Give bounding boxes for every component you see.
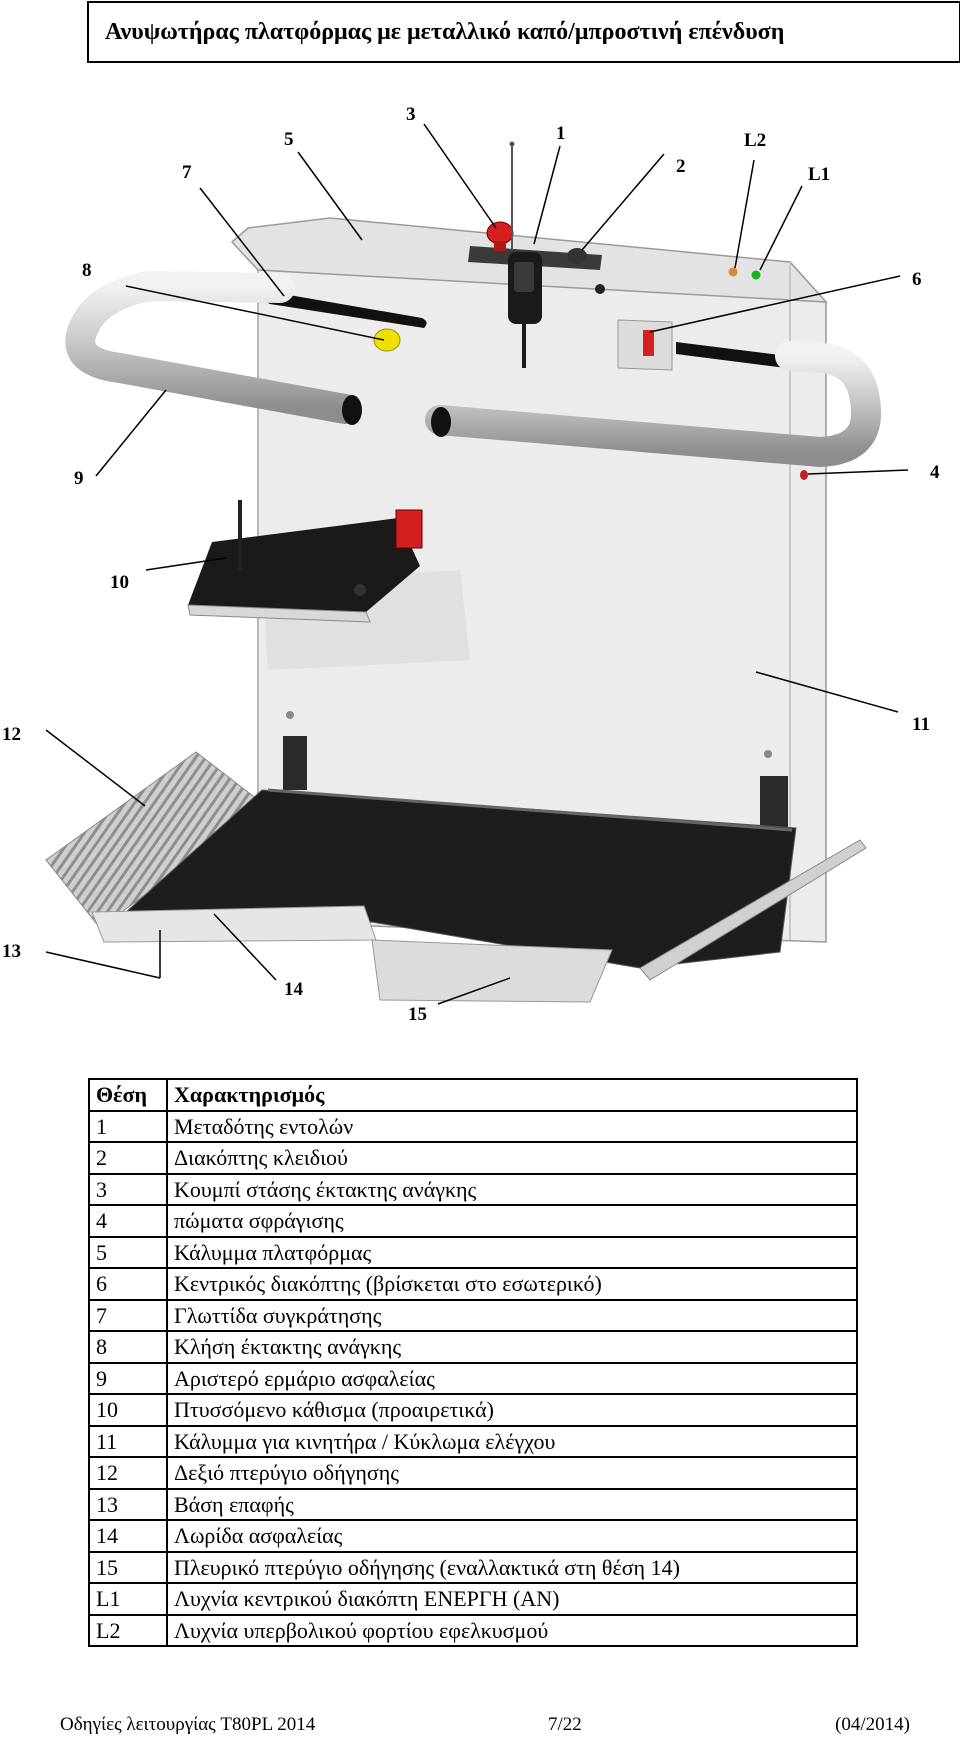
legend-designation-cell: Γλωττίδα συγκράτησης (166, 1298, 858, 1332)
legend-designation-cell: Βάση επαφής (166, 1487, 858, 1521)
legend-designation-cell: Δεξιό πτερύγιο οδήγησης (166, 1456, 858, 1490)
callout-10: 10 (110, 572, 129, 593)
legend-position-cell: 2 (88, 1141, 168, 1175)
callout-12: 12 (2, 724, 21, 745)
callout-9: 9 (74, 468, 84, 489)
footer-page-number: 7/22 (548, 1714, 582, 1735)
emergency-stop-button (486, 221, 514, 245)
legend-designation-cell: Μεταδότης εντολών (166, 1109, 858, 1143)
legend-position-cell: L1 (88, 1582, 168, 1616)
legend-designation-cell: Πτυσσόμενο κάθισμα (προαιρετικά) (166, 1393, 858, 1427)
lamp-l2 (728, 267, 738, 277)
legend-designation-cell: Λυχνία υπερβολικού φορτίου εφελκυσμού (166, 1613, 858, 1647)
legend-position-cell: 6 (88, 1267, 168, 1301)
legend-designation-cell: Κουμπί στάσης έκτακτης ανάγκης (166, 1172, 858, 1206)
callout-1: 1 (556, 123, 566, 144)
legend-position-cell: 7 (88, 1298, 168, 1332)
callout-l1: L1 (808, 164, 830, 185)
legend-designation-cell: Κλήση έκτακτης ανάγκης (166, 1330, 858, 1364)
callout-2: 2 (676, 156, 686, 177)
legend-designation-cell: Αριστερό ερμάριο ασφαλείας (166, 1361, 858, 1395)
legend-header-row: Θέση Χαρακτηρισμός (88, 1078, 858, 1112)
legend-header-position: Θέση (88, 1078, 168, 1112)
side-guide-flap (371, 939, 613, 1003)
callout-l2: L2 (744, 130, 766, 151)
legend-designation-cell: Λωρίδα ασφαλείας (166, 1519, 858, 1553)
legend-position-cell: 10 (88, 1393, 168, 1427)
footer-date: (04/2014) (835, 1714, 910, 1735)
legend-position-cell: 14 (88, 1519, 168, 1553)
callout-6: 6 (912, 269, 922, 290)
legend-designation-cell: Πλευρικό πτερύγιο οδήγησης (εναλλακτικά … (166, 1550, 858, 1584)
legend-position-cell: 15 (88, 1550, 168, 1584)
legend-designation-cell: Λυχνία κεντρικού διακόπτη ΕΝΕΡΓΗ (ΑΝ) (166, 1582, 858, 1616)
callout-13: 13 (2, 941, 21, 962)
legend-header-designation: Χαρακτηρισμός (166, 1078, 858, 1112)
callout-15: 15 (408, 1004, 427, 1025)
callout-14: 14 (284, 979, 304, 1000)
key-switch (567, 248, 587, 264)
callout-7: 7 (182, 162, 192, 183)
legend-position-cell: 3 (88, 1172, 168, 1206)
legend-position-cell: 13 (88, 1487, 168, 1521)
callout-4: 4 (930, 462, 940, 483)
legend-position-cell: 1 (88, 1109, 168, 1143)
callout-lines (45, 123, 909, 1005)
footer-manual-title: Οδηγίες λειτουργίας T80PL 2014 (60, 1714, 316, 1735)
retaining-tab-left (262, 292, 427, 328)
right-safety-rail (425, 341, 882, 468)
retaining-tab-right (676, 342, 792, 368)
legend-position-cell: 4 (88, 1204, 168, 1238)
main-switch-lever (643, 330, 654, 356)
legend-position-cell: 12 (88, 1456, 168, 1490)
lamp-l1 (751, 270, 761, 280)
safety-strip (91, 905, 377, 943)
page-footer: Οδηγίες λειτουργίας T80PL 2014 7/22 (04/… (60, 1714, 910, 1738)
legend-position-cell: 5 (88, 1235, 168, 1269)
legend-designation-cell: Κεντρικός διακόπτης (βρίσκεται στο εσωτε… (166, 1267, 858, 1301)
page-title: Ανυψωτήρας πλατφόρμας με μεταλλικό καπό/… (87, 1, 960, 63)
legend-designation-cell: Κάλυμμα πλατφόρμας (166, 1235, 858, 1269)
callout-5: 5 (284, 129, 294, 150)
legend-designation-cell: Διακόπτης κλειδιού (166, 1141, 858, 1175)
legend-position-cell: 11 (88, 1424, 168, 1458)
callout-8: 8 (82, 260, 92, 281)
legend-designation-cell: Κάλυμμα για κινητήρα / Κύκλωμα ελέγχου (166, 1424, 858, 1458)
legend-position-cell: 9 (88, 1361, 168, 1395)
emergency-call-bell (373, 328, 401, 352)
callout-11: 11 (912, 714, 930, 735)
legend-designation-cell: πώματα σφράγισης (166, 1204, 858, 1238)
legend-position-cell: 8 (88, 1330, 168, 1364)
lift-illustration: 7 5 3 1 2 L2 L1 8 6 9 4 10 12 11 13 14 1… (2, 104, 940, 1025)
left-safety-rail (65, 270, 360, 424)
callout-3: 3 (406, 104, 416, 125)
legend-position-cell: L2 (88, 1613, 168, 1647)
sealing-plug (800, 470, 808, 480)
